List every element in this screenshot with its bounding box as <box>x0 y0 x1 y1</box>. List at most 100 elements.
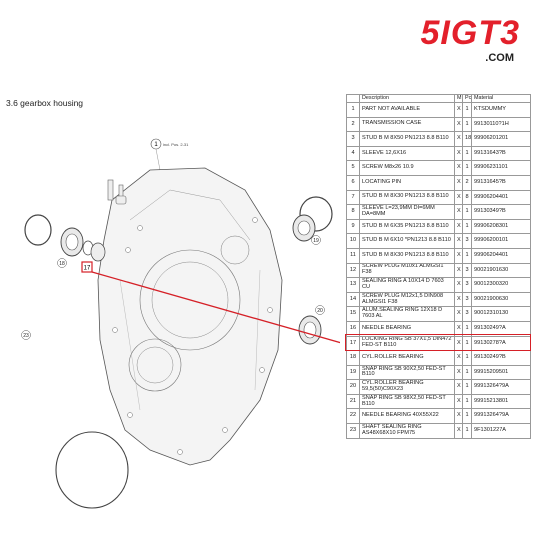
row-description: CYL.ROLLER BEARING 59,5(50)C90X23 <box>359 379 455 395</box>
row-number: 15 <box>346 306 360 322</box>
row-number: 22 <box>346 408 360 425</box>
row-material: KTSDUMMY <box>471 102 531 118</box>
callout-17-label: 17 <box>84 266 91 272</box>
row-pc: 1 <box>462 364 472 381</box>
row-description: LOCATING PIN <box>359 174 455 191</box>
exploded-diagram: 1 incl. Pos. 2-31 17 18 23 19 20 <box>21 138 340 509</box>
row-pc: 2 <box>462 174 472 191</box>
row-description: SCREW M8x26 10.9 <box>359 160 455 176</box>
row-description: SNAP RING SB 98X2,50 FED-ST B110 <box>359 393 455 410</box>
row-m: X <box>454 145 463 162</box>
row-m: X <box>454 262 463 279</box>
callout-18-label: 18 <box>59 261 65 267</box>
leader-line <box>91 271 340 344</box>
row-pc: 1 <box>462 116 472 133</box>
row-pc: 3 <box>462 306 472 322</box>
row-material: 99906204401 <box>471 247 531 264</box>
row-material: 99130249?A <box>471 320 531 337</box>
row-number: 3 <box>346 131 360 147</box>
row-number: 13 <box>346 277 360 293</box>
row-m: X <box>454 102 463 118</box>
row-m: X <box>454 393 463 410</box>
row-description: SHAFT SEALING RING AS48X68X10 FPM75 <box>359 423 455 439</box>
header-description: Description <box>359 94 455 103</box>
row-number: 21 <box>346 393 360 410</box>
section-title: 3.6 gearbox housing <box>6 98 84 108</box>
row-description: STUD B M 8X50 PN1213 8.8 B110 <box>359 131 455 147</box>
row-m: X <box>454 233 463 249</box>
row-m: X <box>454 379 463 395</box>
row-description: NEEDLE BEARING 40X55X22 <box>359 408 455 425</box>
row-pc: 1 <box>462 247 472 264</box>
row-pc: 18 <box>462 131 472 147</box>
row-pc: 3 <box>462 277 472 293</box>
row-material: 99130110?1H <box>471 116 531 133</box>
row-description: CYL.ROLLER BEARING <box>359 350 455 366</box>
row-pc: 3 <box>462 291 472 308</box>
header-num <box>346 94 360 103</box>
callout-17-box <box>81 261 93 273</box>
row-pc: 1 <box>462 408 472 425</box>
row-m: X <box>454 116 463 133</box>
brand-logo[interactable]: 5IGT3 .COM <box>366 14 526 74</box>
row-m: X <box>454 306 463 322</box>
row-number: 11 <box>346 247 360 264</box>
row-material: 99130249?B <box>471 350 531 366</box>
row-m: X <box>454 408 463 425</box>
row-description: SEALING RING A 10X14 D 7603 CU <box>359 277 455 293</box>
row-material: 99915213801 <box>471 393 531 410</box>
row-number: 23 <box>346 423 360 439</box>
row-material: 99906201201 <box>471 131 531 147</box>
row-pc: 1 <box>462 423 472 439</box>
snap-ring-right <box>299 196 333 232</box>
brand-domain: .COM <box>485 52 514 64</box>
row-m: X <box>454 350 463 366</box>
row-description: SCREW PLUG M12x1,5 DIN908 ALMGSI1 F38 <box>359 291 455 308</box>
row-number: 4 <box>346 145 360 162</box>
row-m: X <box>454 189 463 206</box>
row-description: SCREW PLUG M10x1 ALMGSI1 F38 <box>359 262 455 279</box>
row-description: SLEEVE L=23,9MM DI=6MM DA=8MM <box>359 204 455 220</box>
row-number: 2 <box>346 116 360 133</box>
row-number: 5 <box>346 160 360 176</box>
row-number: 9 <box>346 218 360 235</box>
row-material: 90012310130 <box>471 306 531 322</box>
row-m: X <box>454 247 463 264</box>
row-description: STUD B M 6X35 PN1213 8.8 B110 <box>359 218 455 235</box>
row-pc: 1 <box>462 204 472 220</box>
gearbox-housing <box>97 167 283 466</box>
row-material: 99906208301 <box>471 218 531 235</box>
row-m: X <box>454 131 463 147</box>
row-material: 99131645?B <box>471 174 531 191</box>
row-number: 12 <box>346 262 360 279</box>
row-m: X <box>454 364 463 381</box>
row-pc: 8 <box>462 189 472 206</box>
row-number: 14 <box>346 291 360 308</box>
callout-23-label: 23 <box>23 333 29 339</box>
row-description: STUD B M 8X30 PN1213 8.8 B110 <box>359 247 455 264</box>
row-number: 7 <box>346 189 360 206</box>
